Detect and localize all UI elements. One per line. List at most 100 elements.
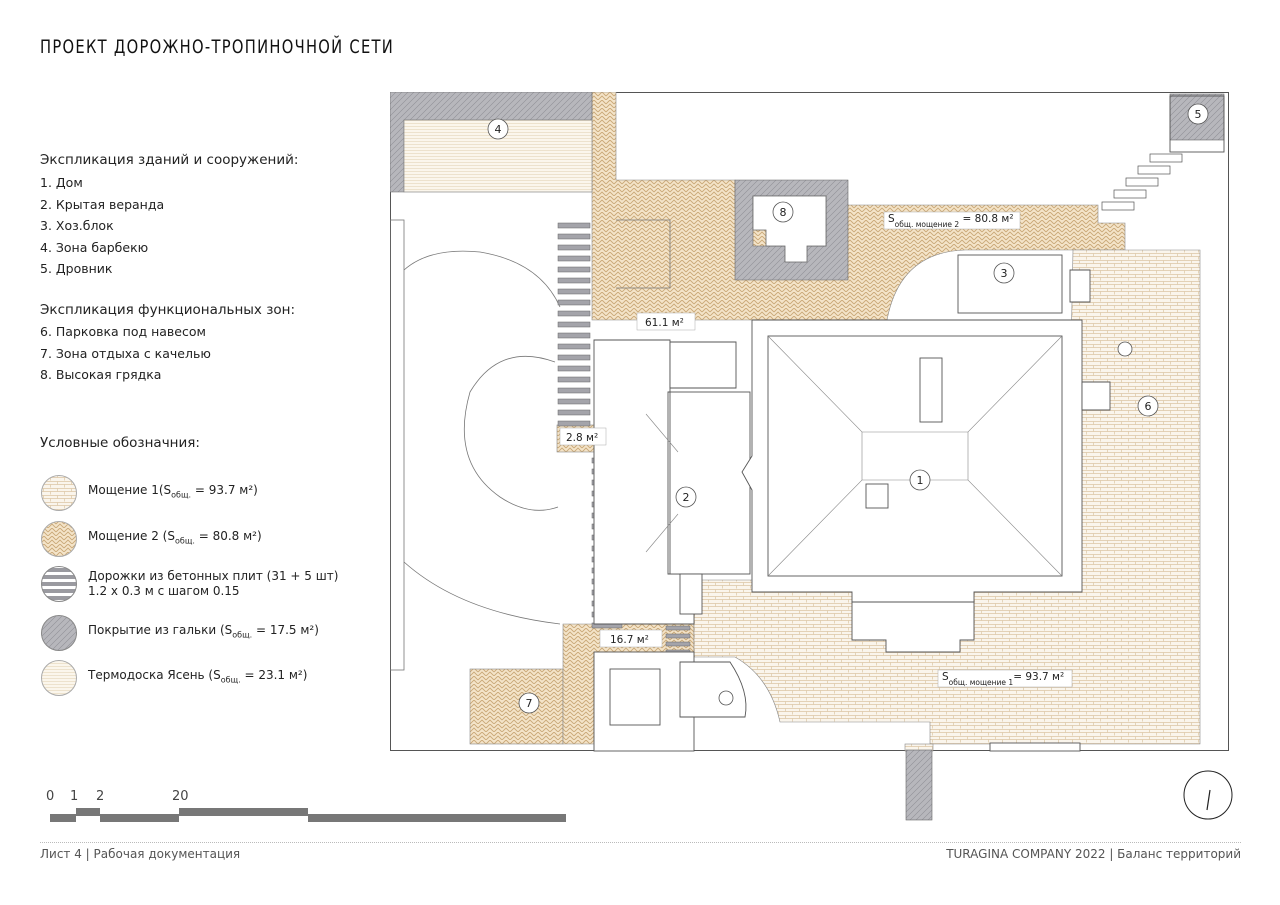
concrete-slab [665,641,691,647]
marker-8: 8 [780,206,787,219]
area-16-7: 16.7 м² [610,634,649,646]
legend-deck: Термодоска Ясень (Sобщ. = 23.1 м²) [40,659,307,697]
concrete-slab [557,387,591,394]
legend-paving1-label: Мощение 1(S [88,483,172,498]
area-80-8-sub: общ. мощение 2 [895,220,960,229]
buildings [593,95,1225,752]
area-2-8: 2.8 м² [566,432,598,444]
footer-divider [40,842,1241,843]
concrete-slab [557,222,591,229]
legend-deck-label: Термодоска Ясень (S [88,668,221,683]
legend-slabs-line1: Дорожки из бетонных плит (31 + 5 шт) [88,569,339,583]
legend-slabs-line2: 1.2 x 0.3 м с шагом 0.15 [88,584,240,598]
scale-tick-5: 20 [172,789,189,804]
legend-pebble-sub: общ. [232,630,253,640]
house-side-steps [1081,381,1111,411]
concrete-slab [557,420,591,427]
marker-6: 6 [1145,400,1152,413]
concrete-slab [557,244,591,251]
legend-paving2-sub: общ. [174,536,195,546]
shed-outline [957,254,1063,314]
area-93-7-val: = 93.7 м² [1013,671,1064,683]
legend-slabs-text: Дорожки из бетонных плит (31 + 5 шт)1.2 … [88,569,338,599]
garden-bed-shape [752,195,827,263]
concrete-slab [557,299,591,306]
buildings-list: 1. Дом 2. Крытая веранда 3. Хоз.блок 4. … [40,172,164,280]
legend-pebble: Покрытие из гальки (Sобщ. = 17.5 м²) [40,614,319,652]
shed-steps [1069,269,1091,303]
pebble-swatch [41,615,77,651]
area-93-7-s: S [942,671,949,683]
footer-right: TURAGINA COMPANY 2022 | Баланс территори… [946,847,1241,861]
legend-deck-text: Термодоска Ясень (Sобщ. = 23.1 м²) [88,668,307,687]
concrete-slab [557,398,591,405]
building-item-shed: 3. Хоз.блок [40,218,114,233]
concrete-slab [557,233,591,240]
paving1-swatch [41,475,77,511]
lawn-lines [390,219,671,671]
plan-markers: 1 2 3 4 5 6 7 8 [487,103,1209,714]
veranda-deck [669,391,751,575]
legend-pebble-label: Покрытие из гальки (S [88,623,233,638]
area-80-8: Sобщ. мощение 2 = 80.8 м² [888,213,1014,229]
concrete-slab [557,409,591,416]
legend-deck-sub: общ. [220,675,241,685]
area-80-8-s: S [888,213,895,225]
legend-slabs: Дорожки из бетонных плит (31 + 5 шт)1.2 … [40,565,338,603]
area-93-7: Sобщ. мощение 1= 93.7 м² [942,671,1064,687]
legend-paving2: Мощение 2 (Sобщ. = 80.8 м²) [40,520,262,558]
skylight [865,483,889,509]
deck-swatch [41,660,77,696]
legend-paving2-text: Мощение 2 (Sобщ. = 80.8 м²) [88,529,262,548]
legend-paving1-value: = 93.7 м²) [191,483,258,498]
woodshed-outline [1169,95,1225,153]
scale-tick-0: 0 [46,789,54,804]
legend-pebble-text: Покрытие из гальки (Sобщ. = 17.5 м²) [88,623,319,642]
gate [989,742,1081,752]
site-plan: 1 2 3 4 5 6 7 8 61.1 м² 2.8 м² 16.7 м² S… [390,92,1229,821]
footer-left: Лист 4 | Рабочая документация [40,847,241,861]
page-title: ПРОЕКТ ДОРОЖНО-ТРОПИНОЧНОЙ СЕТИ [40,36,395,58]
scale-tick-2: 2 [96,789,104,804]
concrete-slab [557,332,591,339]
building-item-bbq: 4. Зона барбекю [40,239,149,255]
concrete-slab [557,321,591,328]
legend-paving1-text: Мощение 1(Sобщ. = 93.7 м²) [88,483,258,502]
house-porch [851,601,975,653]
parking-posts [718,341,1133,706]
legend-paving2-value: = 80.8 м²) [194,529,262,544]
paving2-swatch [41,521,77,557]
chimney [919,357,943,423]
scale-tick-1: 1 [70,789,78,804]
legend-paving1: Мощение 1(Sобщ. = 93.7 м²) [40,474,258,512]
slabs-swatch [41,566,77,602]
zone-item-parking: 6. Парковка под навесом [40,324,206,339]
zones-list: 6. Парковка под навесом 7. Зона отдыха с… [40,321,211,386]
area-80-8-val: = 80.8 м² [959,213,1013,225]
legend-pebble-value: = 17.5 м²) [252,623,319,638]
zone-item-garden-bed: 8. Высокая грядка [40,367,162,382]
area-93-7-sub: общ. мощение 1 [949,678,1014,687]
marker-5: 5 [1195,108,1202,121]
scale-bar: 0 1 2 20 [46,789,566,822]
concrete-slab [557,310,591,317]
marker-3: 3 [1001,267,1008,280]
legend-heading: Условные обозначния: [40,435,200,451]
legend-paving2-label: Мощение 2 (S [88,529,175,544]
marker-2: 2 [683,491,690,504]
area-61-1: 61.1 м² [645,317,684,329]
concrete-slab [557,354,591,361]
garage-inner [609,668,661,726]
building-item-veranda: 2. Крытая веранда [40,196,165,212]
marker-4: 4 [495,123,502,136]
building-item-woodshed: 5. Дровник [40,261,113,276]
north-arrow-icon [1183,770,1233,820]
house-roof [767,335,1063,577]
concrete-slab [557,365,591,372]
concrete-slab [557,255,591,262]
concrete-slab [557,288,591,295]
concrete-slab [557,266,591,273]
concrete-slab [665,633,691,639]
building-item-house: 1. Дом [40,175,83,190]
concrete-slab [665,625,691,631]
